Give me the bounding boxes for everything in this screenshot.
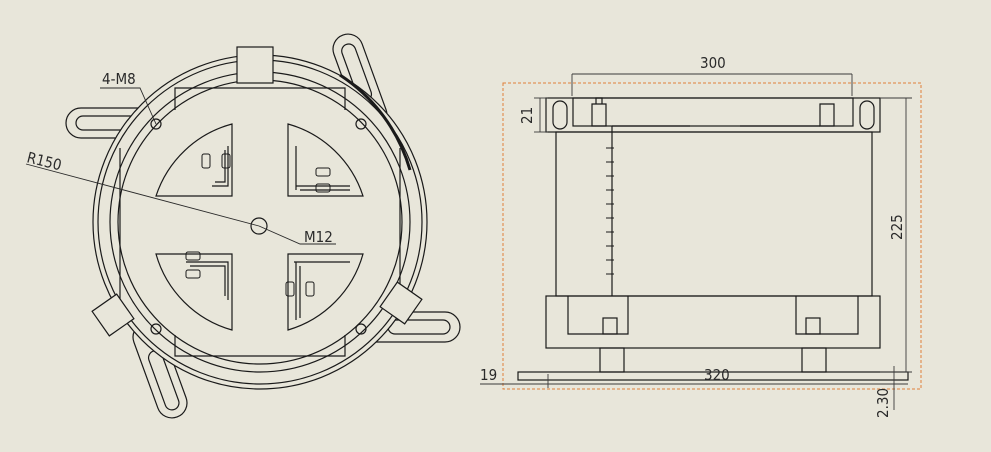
foot-left <box>599 347 625 373</box>
front-view-dimensions <box>480 73 912 410</box>
radius-label: R150 <box>25 148 63 174</box>
top-block <box>236 46 274 84</box>
front-view-bounding-box <box>502 82 922 390</box>
left-block <box>91 293 135 337</box>
center-hole <box>250 217 268 235</box>
bolt-hole <box>355 118 367 130</box>
thread-label-center: M12 <box>304 228 333 246</box>
right-block <box>379 281 423 325</box>
seam-ticks <box>606 147 614 275</box>
quadrant-window-br <box>287 253 364 331</box>
hardware-pieces <box>185 153 331 297</box>
flange-ring-arc <box>339 73 412 171</box>
dim-left-offset: 19 <box>480 366 497 384</box>
dim-bottom-width: 320 <box>704 366 730 384</box>
flange-bolt-left <box>591 97 607 127</box>
top-flange-inner <box>572 97 854 127</box>
body <box>555 131 873 297</box>
top-view-leaders <box>25 87 336 245</box>
top-view <box>65 33 461 419</box>
flange-bolt-right <box>819 103 835 127</box>
dim-top-height: 21 <box>518 107 536 124</box>
bolt-hole <box>150 323 162 335</box>
thread-label-small: 4-M8 <box>102 70 136 88</box>
quadrant-rail <box>186 146 350 320</box>
foot-right <box>801 347 827 373</box>
outer-ring <box>92 54 428 390</box>
base-plate <box>517 371 909 381</box>
dim-top-width: 300 <box>700 54 726 72</box>
dim-plate-thickness: 2.30 <box>874 388 892 418</box>
quadrant-window-tl <box>155 123 233 197</box>
bolt-hole <box>355 323 367 335</box>
flange-slot-left <box>552 100 568 130</box>
front-view <box>517 97 909 381</box>
bolt-hole <box>150 118 162 130</box>
base-pocket-right <box>795 296 859 335</box>
quadrant-window-tr <box>287 123 364 197</box>
base-housing <box>545 295 881 349</box>
base-pocket-left <box>567 296 629 335</box>
base-bolt-right <box>805 317 821 335</box>
flange-slot-right <box>859 100 875 130</box>
quadrant-window-bl <box>155 253 233 331</box>
dim-overall-height: 225 <box>888 214 906 240</box>
housing-wall <box>119 87 401 357</box>
base-bolt-left <box>602 317 618 335</box>
